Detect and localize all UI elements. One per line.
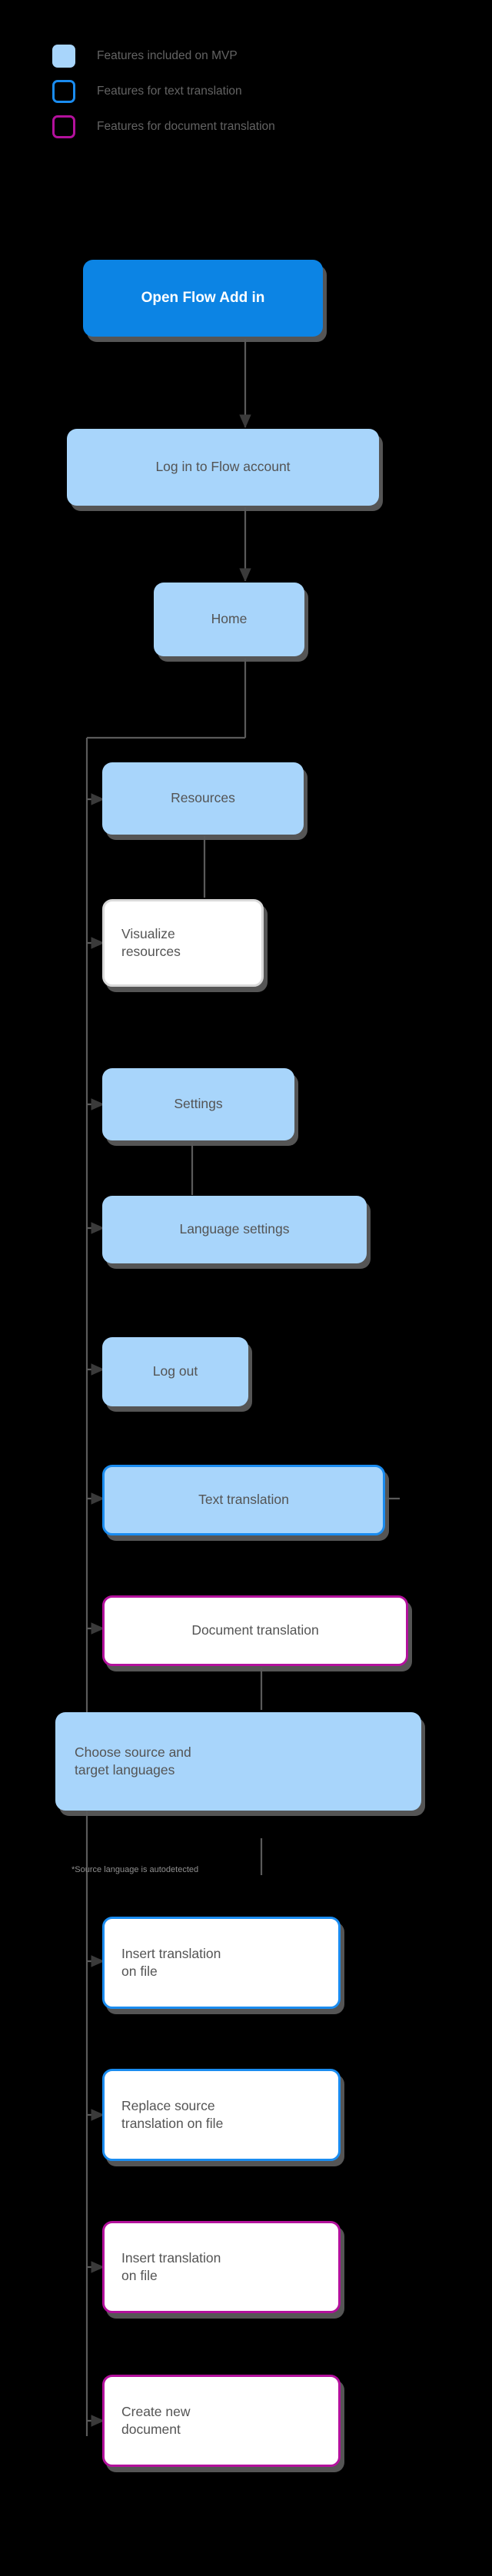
node-label: Home: [211, 611, 248, 627]
legend-label-document-translation: Features for document translation: [97, 120, 275, 134]
node-label: Choose source and target languages: [75, 1744, 191, 1778]
node-label: Insert translation on file: [121, 2249, 221, 2283]
node-label: Document translation: [191, 1622, 319, 1638]
node-label: Log in to Flow account: [155, 459, 291, 475]
node-label: Create new document: [121, 2403, 191, 2437]
node-open-flow-add-in[interactable]: Open Flow Add in: [83, 260, 323, 337]
node-label: Text translation: [198, 1492, 289, 1508]
node-create-new-document[interactable]: Create new document: [102, 2375, 341, 2467]
node-insert-translation-on-file-text[interactable]: Insert translation on file: [102, 1917, 341, 2009]
node-label: Resources: [171, 790, 235, 806]
node-log-out[interactable]: Log out: [102, 1337, 248, 1406]
node-label: Settings: [174, 1096, 223, 1112]
node-label: Language settings: [179, 1221, 290, 1237]
node-label: Open Flow Add in: [141, 290, 265, 307]
node-settings[interactable]: Settings: [102, 1068, 294, 1140]
legend-label-text-translation: Features for text translation: [97, 85, 242, 98]
node-label: Insert translation on file: [121, 1945, 221, 1979]
outline-blue-swatch-icon: [52, 80, 75, 103]
legend-item-text-translation: Features for text translation: [0, 74, 492, 109]
legend: Features included on MVP Features for te…: [0, 38, 492, 144]
filled-blue-swatch-icon: [52, 45, 75, 68]
node-resources[interactable]: Resources: [102, 762, 304, 835]
node-visualize-resources[interactable]: Visualize resources: [102, 899, 264, 987]
legend-label-mvp: Features included on MVP: [97, 49, 238, 63]
node-label: Visualize resources: [121, 925, 181, 959]
outline-magenta-swatch-icon: [52, 115, 75, 138]
legend-item-mvp: Features included on MVP: [0, 38, 492, 74]
autodetect-caption: *Source language is autodetected: [71, 1865, 199, 1874]
node-language-settings[interactable]: Language settings: [102, 1196, 367, 1263]
node-insert-translation-on-file-document[interactable]: Insert translation on file: [102, 2221, 341, 2313]
node-choose-source-and-target-languages[interactable]: Choose source and target languages: [55, 1712, 421, 1811]
legend-item-document-translation: Features for document translation: [0, 109, 492, 144]
node-label: Replace source translation on file: [121, 2097, 224, 2131]
node-label: Log out: [152, 1363, 198, 1379]
node-home[interactable]: Home: [154, 583, 304, 656]
node-log-in-to-flow-account[interactable]: Log in to Flow account: [67, 429, 379, 506]
node-document-translation[interactable]: Document translation: [102, 1595, 408, 1666]
node-text-translation[interactable]: Text translation: [102, 1465, 385, 1535]
node-replace-source-translation-on-file[interactable]: Replace source translation on file: [102, 2069, 341, 2161]
